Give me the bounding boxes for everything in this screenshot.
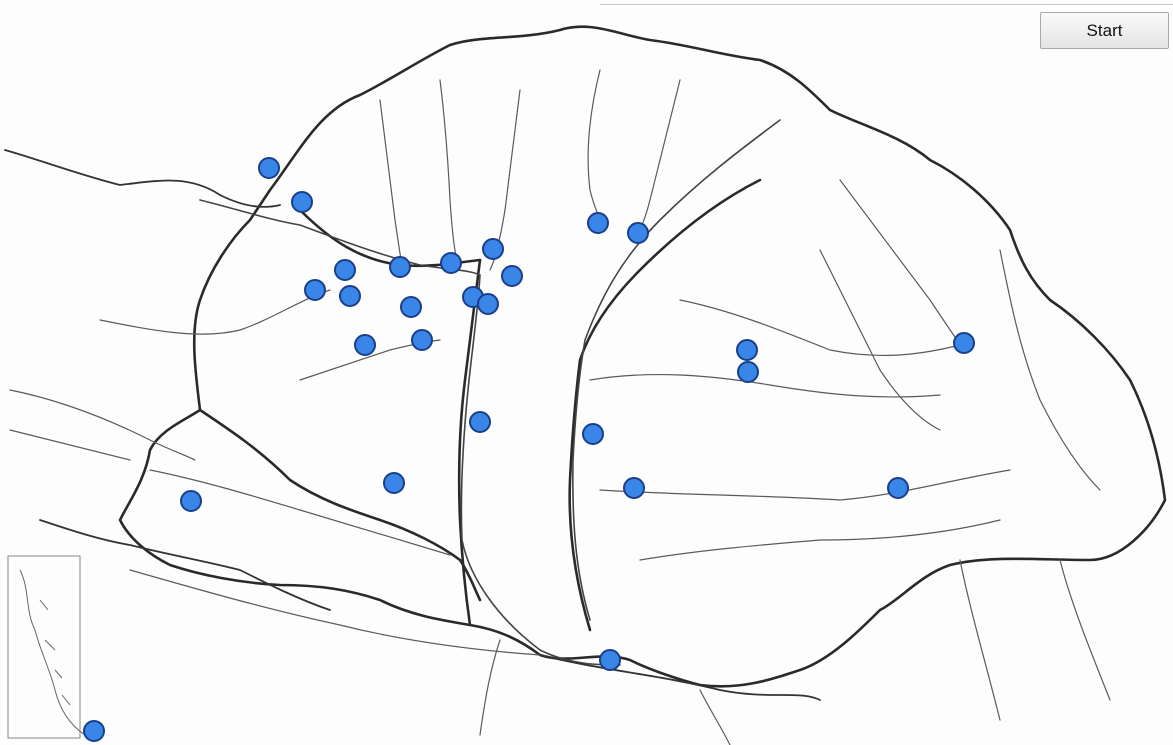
river-west-1 <box>9 389 196 461</box>
location-marker[interactable] <box>304 279 326 301</box>
river-east-2 <box>1059 559 1111 701</box>
river-north-1 <box>379 99 403 266</box>
river-north-5 <box>637 79 681 236</box>
location-marker[interactable] <box>291 191 313 213</box>
south-border-line <box>539 654 821 701</box>
river-transylvania-3 <box>999 249 1101 491</box>
coast-inset-frame <box>7 555 81 739</box>
river-transylvania-1 <box>839 179 966 351</box>
location-marker[interactable] <box>736 339 758 361</box>
region-border-central <box>457 258 482 627</box>
river-sava <box>129 569 541 656</box>
river-south-1 <box>479 639 501 736</box>
croatia-border <box>39 519 331 611</box>
location-marker[interactable] <box>627 222 649 244</box>
location-marker[interactable] <box>737 361 759 383</box>
dalmatian-coast <box>19 569 86 736</box>
river-north-2 <box>439 79 459 266</box>
river-szamos <box>679 299 961 357</box>
location-marker[interactable] <box>180 490 202 512</box>
river-south-2 <box>699 689 731 745</box>
location-marker[interactable] <box>354 334 376 356</box>
river-koros <box>589 373 941 398</box>
location-marker[interactable] <box>582 423 604 445</box>
river-drava <box>149 469 451 556</box>
location-marker[interactable] <box>411 329 433 351</box>
location-marker[interactable] <box>623 477 645 499</box>
location-marker[interactable] <box>587 212 609 234</box>
location-markers <box>83 157 975 742</box>
river-maros <box>599 469 1011 501</box>
river-west-2 <box>9 429 131 461</box>
west-border-line <box>4 149 281 208</box>
location-marker[interactable] <box>482 238 504 260</box>
top-divider-line <box>600 4 1173 5</box>
location-marker[interactable] <box>469 411 491 433</box>
dalmatian-islands <box>39 599 71 706</box>
location-marker[interactable] <box>389 256 411 278</box>
location-marker[interactable] <box>258 157 280 179</box>
location-marker[interactable] <box>339 285 361 307</box>
location-marker[interactable] <box>83 720 105 742</box>
region-border-east <box>568 178 762 632</box>
country-border <box>118 25 1167 688</box>
location-marker[interactable] <box>501 265 523 287</box>
start-button[interactable]: Start <box>1040 12 1169 49</box>
location-marker[interactable] <box>477 293 499 315</box>
location-marker[interactable] <box>400 296 422 318</box>
river-raba <box>99 289 331 335</box>
location-marker[interactable] <box>440 252 462 274</box>
location-marker[interactable] <box>599 649 621 671</box>
river-tisza <box>572 119 781 621</box>
river-north-4 <box>587 69 606 226</box>
river-east-1 <box>959 559 1001 721</box>
location-marker[interactable] <box>334 259 356 281</box>
location-marker[interactable] <box>887 477 909 499</box>
location-marker[interactable] <box>383 472 405 494</box>
river-transylvania-2 <box>819 249 941 431</box>
location-marker[interactable] <box>953 332 975 354</box>
river-danube <box>199 199 621 666</box>
river-southeast <box>639 519 1001 561</box>
